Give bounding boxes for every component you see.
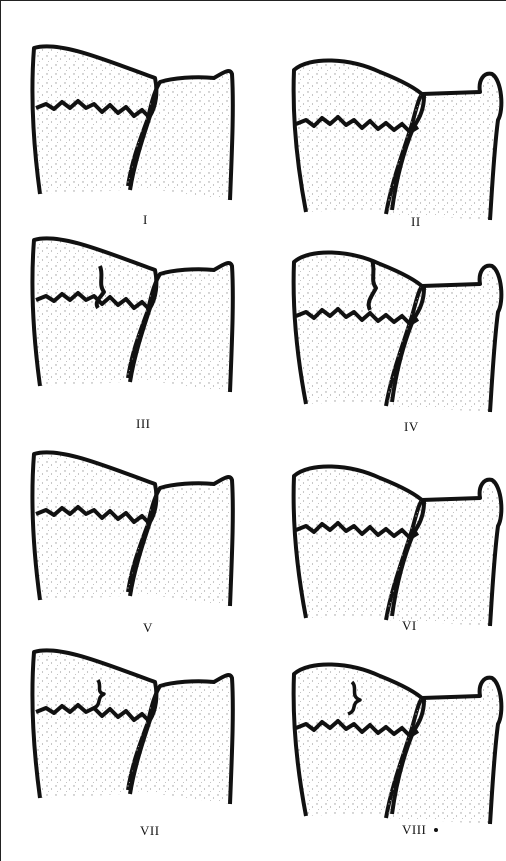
panel-VII-drawing xyxy=(32,650,232,804)
panel-label-III: III xyxy=(136,416,151,432)
panel-label-VIII: VIII xyxy=(402,822,426,838)
panel-label-IV: IV xyxy=(404,419,419,435)
stray-mark xyxy=(434,828,438,832)
panel-label-VI: VI xyxy=(402,618,417,634)
panel-VIII-drawing xyxy=(294,664,502,824)
panel-V-drawing xyxy=(32,452,232,606)
panel-label-II: II xyxy=(411,214,421,230)
panel-III-drawing xyxy=(32,238,232,392)
panel-label-I: I xyxy=(143,212,148,228)
panel-I-drawing xyxy=(32,46,232,200)
panel-label-VII: VII xyxy=(140,823,160,839)
panel-IV-drawing xyxy=(294,252,502,412)
panel-II-drawing xyxy=(294,60,502,220)
panel-VI-drawing xyxy=(294,466,502,626)
panel-label-V: V xyxy=(143,620,153,636)
